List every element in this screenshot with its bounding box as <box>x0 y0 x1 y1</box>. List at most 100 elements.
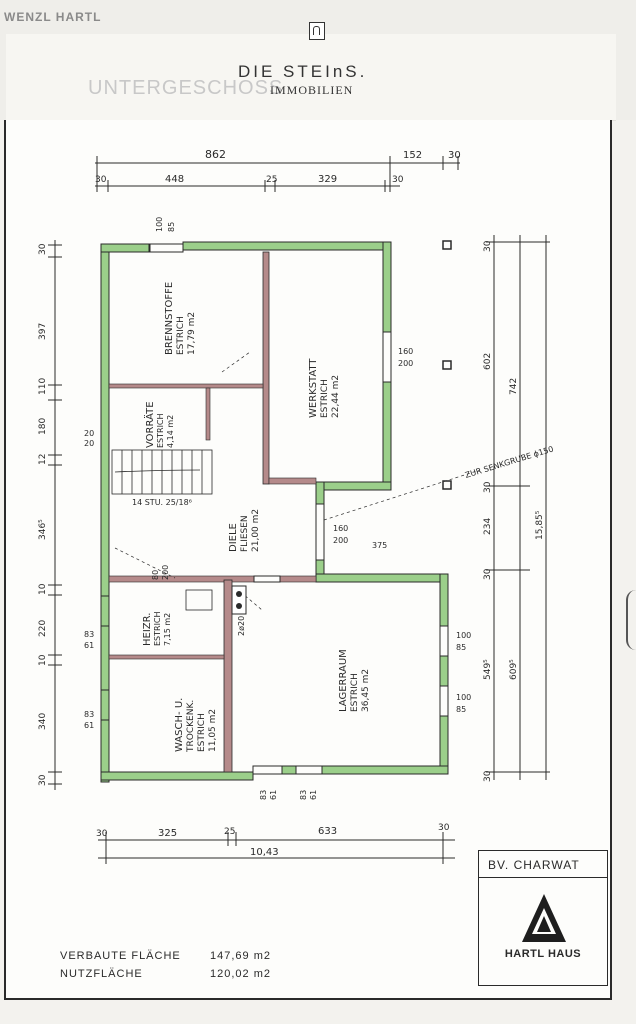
brand-title[interactable]: DIE STEInS. <box>238 62 368 81</box>
dim-seg3-top: 329 <box>318 174 337 185</box>
dim-85-r2: 85 <box>456 705 466 714</box>
dim-bottom-edge-right: 30 <box>438 823 450 833</box>
door-swings <box>114 351 481 611</box>
hartl-haus-logo-icon <box>522 894 566 942</box>
right-dim-5495: 549⁵ <box>483 659 493 680</box>
dim-bottom-edge-left: 30 <box>96 829 108 839</box>
dim-83-a: 83 <box>84 630 94 639</box>
area-row-usable: NUTZFLÄCHE 120,02 m2 <box>60 968 290 986</box>
svg-text:TROCKENK.: TROCKENK. <box>186 700 196 753</box>
right-dim-234: 234 <box>483 518 493 535</box>
header-band <box>6 34 616 121</box>
svg-text:ESTRICH: ESTRICH <box>153 611 162 646</box>
openings <box>100 243 449 775</box>
stairs <box>111 449 213 495</box>
area-value: 147,69 m2 <box>210 950 271 962</box>
left-dim-10: 30 <box>38 774 48 786</box>
svg-text:7,15 m2: 7,15 m2 <box>163 613 172 646</box>
dim-bottom-61-2: 61 <box>309 790 318 800</box>
room-diele[interactable]: DIELE FLIESEN 21,00 m2 <box>228 509 261 552</box>
sewer-label: ZUR SENKGRUBE ϕ150 <box>464 444 555 480</box>
left-dim-2: 110 <box>38 378 48 395</box>
svg-text:VORRÄTE: VORRÄTE <box>143 401 156 448</box>
left-dim-1: 397 <box>38 323 48 340</box>
room-werkstatt[interactable]: WERKSTATT ESTRICH 22,44 m2 <box>308 358 341 418</box>
dim-61-b: 61 <box>84 721 94 730</box>
win-160: 160 <box>398 347 413 356</box>
project-name: BV. CHARWAT <box>478 850 608 878</box>
dim-extra-top: 152 <box>403 150 422 161</box>
watermark-name: WENZL HARTL <box>4 10 102 24</box>
svg-text:ESTRICH: ESTRICH <box>197 713 207 752</box>
dim-bottom-seg2: 25 <box>224 827 235 837</box>
svg-text:DIELE: DIELE <box>228 523 239 552</box>
right-dim-742: 742 <box>509 378 519 395</box>
page-edge-curl <box>626 590 636 650</box>
post-markers <box>442 240 452 490</box>
svg-text:HEIZR.: HEIZR. <box>142 613 153 646</box>
left-dim-0: 30 <box>38 243 48 255</box>
dim-bottom-total: 10,43 <box>250 847 279 858</box>
room-heizraum[interactable]: HEIZR. ESTRICH 7,15 m2 <box>142 611 172 646</box>
svg-text:FLIESEN: FLIESEN <box>240 515 250 552</box>
area-row-built: VERBAUTE FLÄCHE 147,69 m2 <box>60 950 290 968</box>
svg-text:ESTRICH: ESTRICH <box>350 673 360 712</box>
top-dimension-lines <box>48 156 550 864</box>
right-dim-6095: 609⁵ <box>509 659 519 680</box>
right-dim-top-edge: 30 <box>483 240 493 252</box>
svg-text:WERKSTATT: WERKSTATT <box>308 358 319 418</box>
dim-seg2-top: 25 <box>266 175 277 185</box>
svg-text:ESTRICH: ESTRICH <box>176 316 186 355</box>
svg-text:11,05 m2: 11,05 m2 <box>208 709 218 752</box>
top-door-85: 85 <box>167 222 176 232</box>
door-80: 80 <box>151 570 160 580</box>
dim-100-r2: 100 <box>456 693 471 702</box>
company-name: HARTL HAUS <box>504 948 582 960</box>
outer-walls <box>100 241 449 783</box>
dim-seg3-edge-top: 30 <box>392 175 404 185</box>
dim-bottom-seg3: 633 <box>318 826 337 837</box>
brand-logo-icon[interactable] <box>309 22 325 40</box>
dim-100-r1: 100 <box>456 631 471 640</box>
left-dim-4: 12 <box>38 454 48 465</box>
win-200: 200 <box>398 359 413 368</box>
room-wasch-trockenkeller[interactable]: WASCH- U. TROCKENK. ESTRICH 11,05 m2 <box>174 698 218 753</box>
dim-375: 375 <box>372 541 387 550</box>
svg-text:ESTRICH: ESTRICH <box>320 379 330 418</box>
dim-20a: 20 <box>84 429 94 438</box>
brand-subtitle: IMMOBILIEN <box>270 83 354 97</box>
svg-text:WASCH- U.: WASCH- U. <box>174 698 185 752</box>
left-dim-8: 10 <box>38 654 48 666</box>
win-lower-160: 160 <box>333 524 348 533</box>
svg-text:22,44 m2: 22,44 m2 <box>331 375 341 418</box>
dim-83-b: 83 <box>84 710 94 719</box>
svg-text:21,00 m2: 21,00 m2 <box>251 509 261 552</box>
area-value: 120,02 m2 <box>210 968 271 980</box>
door-200: 200 <box>161 565 170 580</box>
left-dim-7: 220 <box>38 620 48 637</box>
dim-overall-top: 862 <box>205 148 226 161</box>
left-dimension-labels: 30 397 110 180 12 346⁵ 10 220 10 340 30 <box>38 243 48 786</box>
dim-bottom-83-2: 83 <box>299 790 308 800</box>
win-lower-200: 200 <box>333 536 348 545</box>
dim-edge-left-top: 30 <box>95 175 107 185</box>
room-brennstoffe[interactable]: BRENNSTOFFE ESTRICH 17,79 m2 <box>164 282 197 355</box>
svg-text:4,14 m2: 4,14 m2 <box>166 415 175 448</box>
left-dim-6: 10 <box>38 583 48 595</box>
dim-seg1-top: 448 <box>165 174 184 185</box>
right-dim-602: 602 <box>483 353 493 370</box>
right-dim-30c: 30 <box>483 770 493 782</box>
room-lagerraum[interactable]: LAGERRAUM ESTRICH 36,45 m2 <box>338 649 371 712</box>
right-dim-30a: 30 <box>483 481 493 493</box>
dim-edge-right-top: 30 <box>448 150 461 161</box>
right-dimension-labels: 30 602 742 30 234 15,85⁵ 30 549⁵ 609⁵ 30 <box>483 240 545 782</box>
room-labels: BRENNSTOFFE ESTRICH 17,79 m2 WERKSTATT E… <box>142 282 371 753</box>
area-label: NUTZFLÄCHE <box>60 968 143 980</box>
svg-text:LAGERRAUM: LAGERRAUM <box>338 649 349 712</box>
floor-label: UNTERGESCHOSS <box>88 77 284 99</box>
dim-bottom-83-1: 83 <box>259 790 268 800</box>
room-vorraete[interactable]: VORRÄTE ESTRICH 4,14 m2 <box>143 401 175 448</box>
svg-text:ESTRICH: ESTRICH <box>156 413 165 448</box>
top-door-100: 100 <box>155 217 164 232</box>
area-label: VERBAUTE FLÄCHE <box>60 950 181 962</box>
